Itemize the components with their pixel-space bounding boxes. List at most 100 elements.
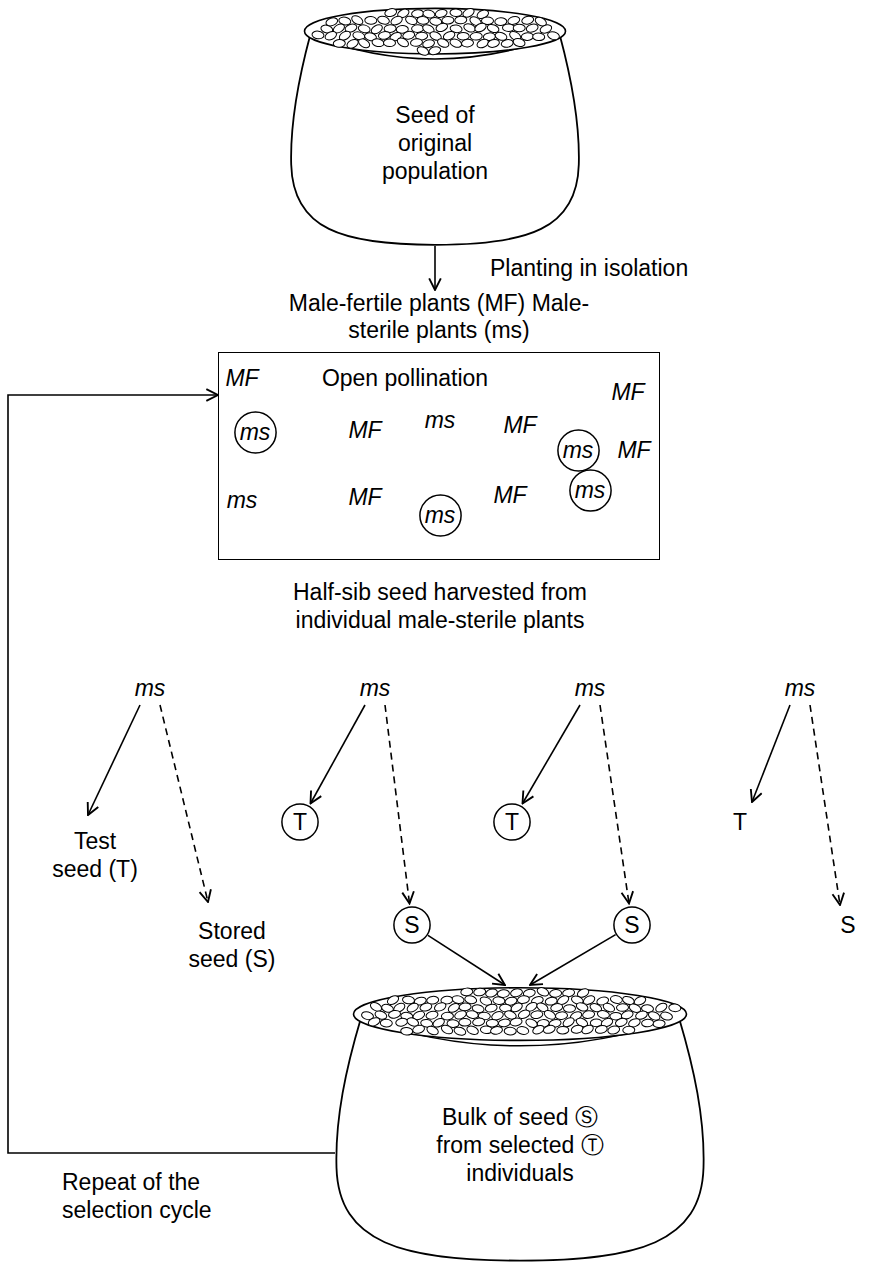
circle-text: ms: [575, 477, 606, 503]
flow-arrow: [8, 395, 335, 1153]
seed: [623, 1026, 635, 1034]
plant-mark: MF: [348, 416, 381, 444]
circled-symbol: S: [393, 906, 431, 944]
seed-label: Stored seed (S): [182, 917, 282, 973]
stored-seed-arrow: [385, 705, 410, 904]
seed: [383, 39, 395, 47]
seed: [450, 9, 462, 17]
circle-ring: [282, 804, 318, 840]
text-slot: MF: [503, 411, 536, 439]
test-seed-arrow: [523, 705, 581, 804]
text-slot: Seed of original population: [370, 101, 500, 185]
seed: [384, 7, 398, 18]
plant-mark: ms: [227, 486, 258, 514]
plant-mark: MF: [348, 483, 381, 511]
bag-text: Seed of original population: [370, 101, 500, 185]
text-slot: Planting in isolation: [490, 254, 688, 282]
seed: [498, 1018, 511, 1028]
seed: [641, 1019, 653, 1027]
seed: [473, 22, 487, 34]
seed: [513, 24, 525, 32]
circle-text: ms: [425, 502, 456, 528]
text-slot: MF: [348, 483, 381, 511]
bag-body: [336, 1018, 703, 1260]
circle-ring: [419, 494, 460, 535]
seed: [668, 1003, 681, 1012]
seed: [425, 1010, 438, 1020]
seed: [504, 1027, 516, 1035]
seed: [610, 995, 623, 1004]
seed: [388, 1009, 401, 1019]
bag-mouth: [354, 988, 687, 1041]
seed: [449, 38, 463, 49]
circle-ring: [557, 429, 598, 470]
text-slot: ms: [135, 674, 166, 702]
seed: [549, 989, 562, 998]
seed: [380, 1019, 392, 1027]
seed: [428, 45, 442, 56]
seed: [485, 1003, 498, 1013]
circled-symbol: T: [281, 803, 319, 841]
seed: [440, 1023, 454, 1035]
plant-mark: MF: [493, 481, 526, 509]
text-slot: Test seed (T): [48, 827, 142, 883]
seed: [547, 30, 561, 40]
circle-ring: [394, 907, 430, 943]
seed: [525, 23, 539, 34]
text-slot: MF: [348, 416, 381, 444]
seed: [512, 37, 526, 47]
seed: [516, 1026, 529, 1035]
seed: [454, 16, 467, 25]
circle-ring: [494, 804, 530, 840]
seed: [550, 1003, 563, 1013]
seed: [416, 45, 430, 57]
seed: [532, 33, 544, 41]
plant-mark: ms: [575, 674, 606, 702]
seed: [461, 39, 474, 48]
text-slot: MF: [611, 378, 644, 406]
seed: [521, 32, 533, 40]
circle-text: S: [404, 912, 419, 938]
bag-text: Bulk of seed Ⓢ from selected Ⓣ individua…: [430, 1103, 610, 1187]
text-slot: S: [840, 911, 855, 939]
seed-label: T: [733, 808, 747, 836]
seed: [542, 1024, 556, 1035]
seed: [426, 1025, 440, 1037]
bag-rim: [357, 1017, 684, 1046]
seed: [396, 36, 410, 48]
stored-seed-arrow: [810, 705, 840, 905]
text-slot: Stored seed (S): [182, 917, 282, 973]
seed: [419, 1002, 433, 1012]
seed: [463, 22, 477, 33]
seed: [563, 1005, 575, 1013]
text-slot: ms: [360, 674, 391, 702]
seed: [371, 38, 384, 48]
seed: [472, 1017, 485, 1026]
seed: [487, 38, 501, 48]
seed: [653, 1020, 665, 1028]
plant-mark: ms: [360, 674, 391, 702]
plant-mark: MF: [617, 436, 650, 464]
seed: [417, 16, 430, 25]
seed: [411, 25, 423, 33]
seed-bag: Bulk of seed Ⓢ from selected Ⓣ individua…: [335, 985, 705, 1262]
circle-text: T: [293, 809, 307, 835]
seed: [367, 1016, 381, 1027]
seed: [312, 30, 325, 39]
seed: [470, 32, 482, 40]
seed: [466, 1025, 480, 1037]
seed: [490, 1026, 503, 1036]
plot-title: Open pollination: [322, 364, 488, 392]
seed: [581, 1024, 595, 1036]
seed: [473, 987, 486, 996]
text-slot: MF: [493, 481, 526, 509]
test-seed-arrow: [88, 705, 140, 815]
plant-types-heading: Male-fertile plants (MF) Male-sterile pl…: [279, 290, 599, 344]
flow-arrow: [530, 935, 616, 985]
seed: [324, 30, 338, 42]
seed: [557, 1026, 569, 1034]
seed: [555, 1011, 568, 1020]
seed: [410, 38, 423, 47]
seed: [493, 996, 506, 1005]
plant-mark: ms: [785, 674, 816, 702]
